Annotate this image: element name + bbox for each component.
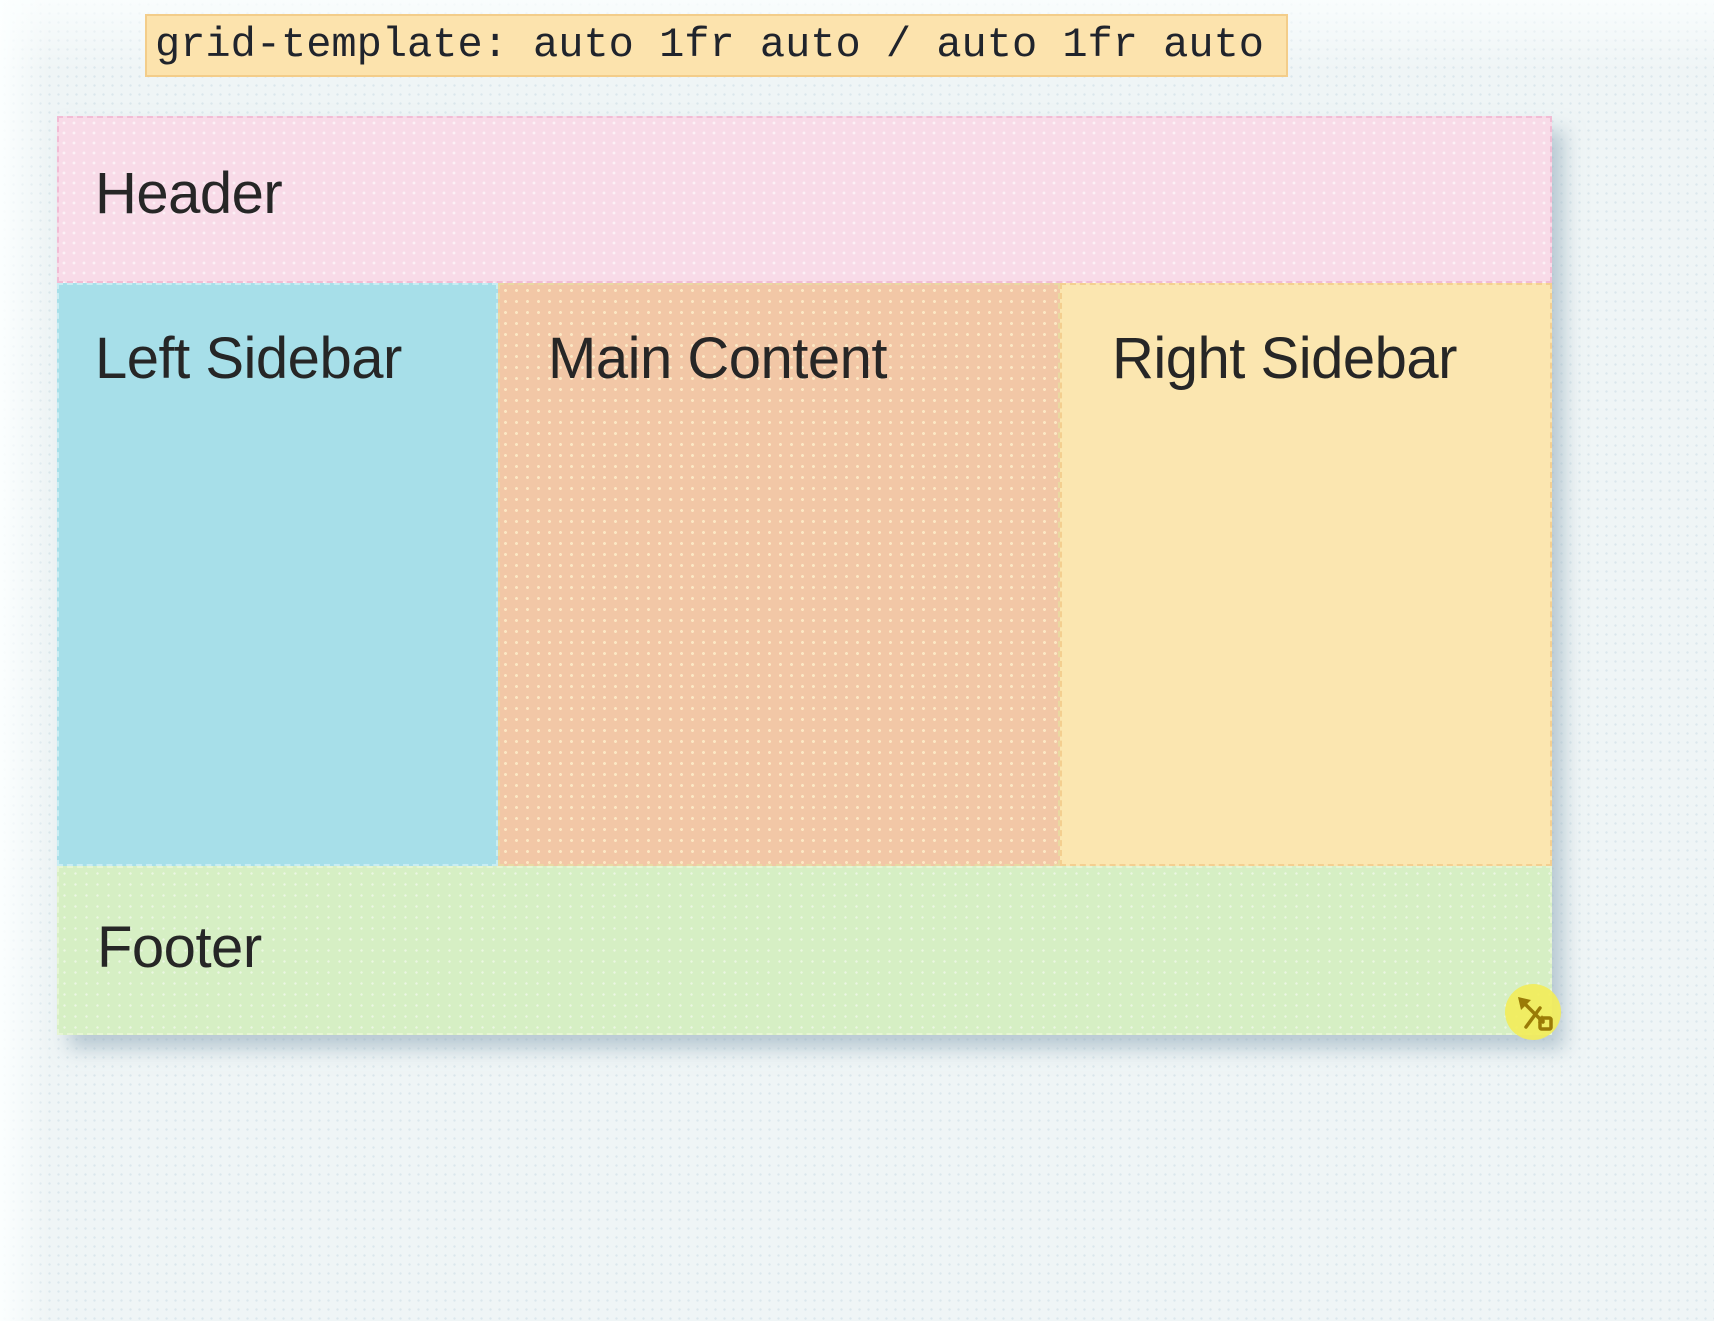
- grid-cell-right-sidebar: Right Sidebar: [1060, 283, 1552, 866]
- right-sidebar-label: Right Sidebar: [1112, 326, 1457, 391]
- grid-template-code-caption: grid-template: auto 1fr auto / auto 1fr …: [145, 14, 1288, 77]
- grid-layout-demo: Header Left Sidebar Main Content Right S…: [57, 116, 1552, 1035]
- grid-cell-footer: Footer: [57, 866, 1552, 1035]
- main-content-label: Main Content: [548, 326, 887, 391]
- footer-label: Footer: [97, 915, 262, 980]
- grid-cell-header: Header: [57, 116, 1552, 283]
- resize-cursor-icon: [1505, 984, 1561, 1040]
- left-sidebar-label: Left Sidebar: [95, 326, 402, 391]
- grid-cell-left-sidebar: Left Sidebar: [57, 283, 498, 866]
- grid-cell-main-content: Main Content: [498, 283, 1060, 866]
- diagonal-resize-handle-icon[interactable]: [1504, 983, 1562, 1041]
- header-label: Header: [95, 161, 283, 226]
